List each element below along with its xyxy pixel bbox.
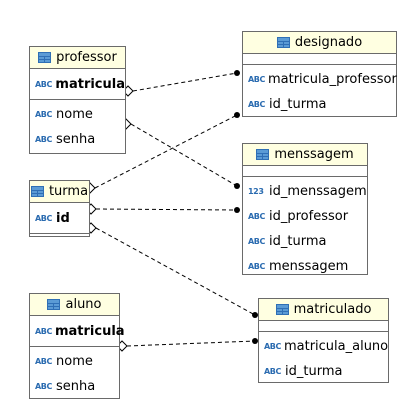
link-turma-designado xyxy=(94,114,238,189)
table-header[interactable]: turma xyxy=(30,181,89,203)
table-name: menssagem xyxy=(274,147,354,162)
column-name: matricula xyxy=(55,76,125,92)
column-row[interactable]: ABC matricula xyxy=(30,72,125,96)
text-type-icon: ABC xyxy=(35,326,52,336)
text-type-icon: ABC xyxy=(35,357,52,366)
link-professor-menssagem xyxy=(130,123,238,187)
link-turma-matriculado xyxy=(95,227,256,316)
table-icon xyxy=(275,304,289,315)
dot-menssagem-idprofessor xyxy=(234,207,240,213)
table-header[interactable]: designado xyxy=(243,32,396,54)
text-type-icon: ABC xyxy=(248,237,265,246)
text-type-icon: ABC xyxy=(35,79,52,89)
table-header[interactable]: matriculado xyxy=(259,299,388,321)
column-row[interactable]: ABC id_turma xyxy=(259,359,388,384)
table-name: professor xyxy=(56,50,117,65)
column-row[interactable]: ABC id xyxy=(30,206,89,230)
text-type-icon: ABC xyxy=(35,382,52,391)
number-type-icon: 123 xyxy=(248,187,264,196)
text-type-icon: ABC xyxy=(264,367,281,376)
column-row[interactable]: ABC senha xyxy=(30,374,119,399)
text-type-icon: ABC xyxy=(35,213,52,223)
table-header[interactable]: professor xyxy=(30,47,125,69)
text-type-icon: ABC xyxy=(264,342,281,351)
table-aluno[interactable]: aluno ABC matricula ABC nome ABC senha xyxy=(29,293,125,399)
table-icon xyxy=(256,149,270,160)
table-menssagem[interactable]: menssagem 123 id_menssagem ABC id_profes… xyxy=(242,143,368,275)
table-header[interactable]: aluno xyxy=(30,294,119,316)
table-matriculado[interactable]: matriculado ABC matricula_aluno ABC id_t… xyxy=(258,298,389,383)
column-row[interactable]: ABC menssagem xyxy=(243,254,367,279)
table-name: matriculado xyxy=(293,302,372,317)
dot-menssagem-idmenssagem xyxy=(234,183,240,189)
table-header[interactable]: menssagem xyxy=(243,144,367,166)
column-name: senha xyxy=(56,132,96,147)
column-name: id_professor xyxy=(269,209,349,224)
column-name: id_turma xyxy=(269,97,327,112)
text-type-icon: ABC xyxy=(248,212,265,221)
dot-designado-matricula xyxy=(234,70,240,76)
column-row[interactable]: ABC id_turma xyxy=(243,92,396,117)
text-type-icon: ABC xyxy=(35,110,52,119)
column-name: id_turma xyxy=(285,364,343,379)
column-name: menssagem xyxy=(269,259,349,274)
table-name: designado xyxy=(294,35,363,50)
dot-matriculado-aluno xyxy=(252,338,258,344)
dot-designado-idturma xyxy=(234,112,240,118)
table-designado[interactable]: designado ABC matricula_professor ABC id… xyxy=(242,31,397,117)
column-name: id_turma xyxy=(269,234,327,249)
column-row[interactable]: ABC matricula_professor xyxy=(243,67,397,92)
text-type-icon: ABC xyxy=(248,100,265,109)
table-icon xyxy=(276,37,290,48)
text-type-icon: ABC xyxy=(248,75,265,84)
column-row[interactable]: ABC id_professor xyxy=(243,204,367,229)
column-name: matricula xyxy=(54,323,125,339)
link-turma-menssagem xyxy=(95,208,238,211)
column-name: id_menssagem xyxy=(269,184,367,199)
column-name: nome xyxy=(56,354,93,369)
table-icon xyxy=(30,186,44,197)
link-professor-designado xyxy=(132,72,238,92)
column-row[interactable]: ABC matricula_aluno xyxy=(259,334,388,359)
column-row[interactable]: 123 id_menssagem xyxy=(243,179,367,204)
text-type-icon: ABC xyxy=(248,262,265,271)
table-name: turma xyxy=(48,184,89,199)
column-row[interactable]: ABC id_turma xyxy=(243,229,367,254)
table-turma[interactable]: turma ABC id xyxy=(29,180,90,237)
column-name: senha xyxy=(56,379,96,394)
column-row[interactable]: ABC matricula xyxy=(30,319,125,343)
table-icon xyxy=(47,299,61,310)
table-icon xyxy=(38,52,52,63)
column-row[interactable]: ABC nome xyxy=(30,349,119,374)
text-type-icon: ABC xyxy=(35,135,52,144)
column-row[interactable]: ABC nome xyxy=(30,102,125,127)
column-name: id xyxy=(56,210,70,226)
column-name: matricula_professor xyxy=(267,72,397,87)
link-aluno-matriculado xyxy=(126,340,256,347)
column-name: matricula_aluno xyxy=(283,339,389,354)
table-name: aluno xyxy=(65,297,102,312)
dot-matriculado-top xyxy=(252,312,258,318)
column-name: nome xyxy=(56,107,93,122)
column-row[interactable]: ABC senha xyxy=(30,127,125,152)
table-professor[interactable]: professor ABC matricula ABC nome ABC sen… xyxy=(29,46,126,154)
